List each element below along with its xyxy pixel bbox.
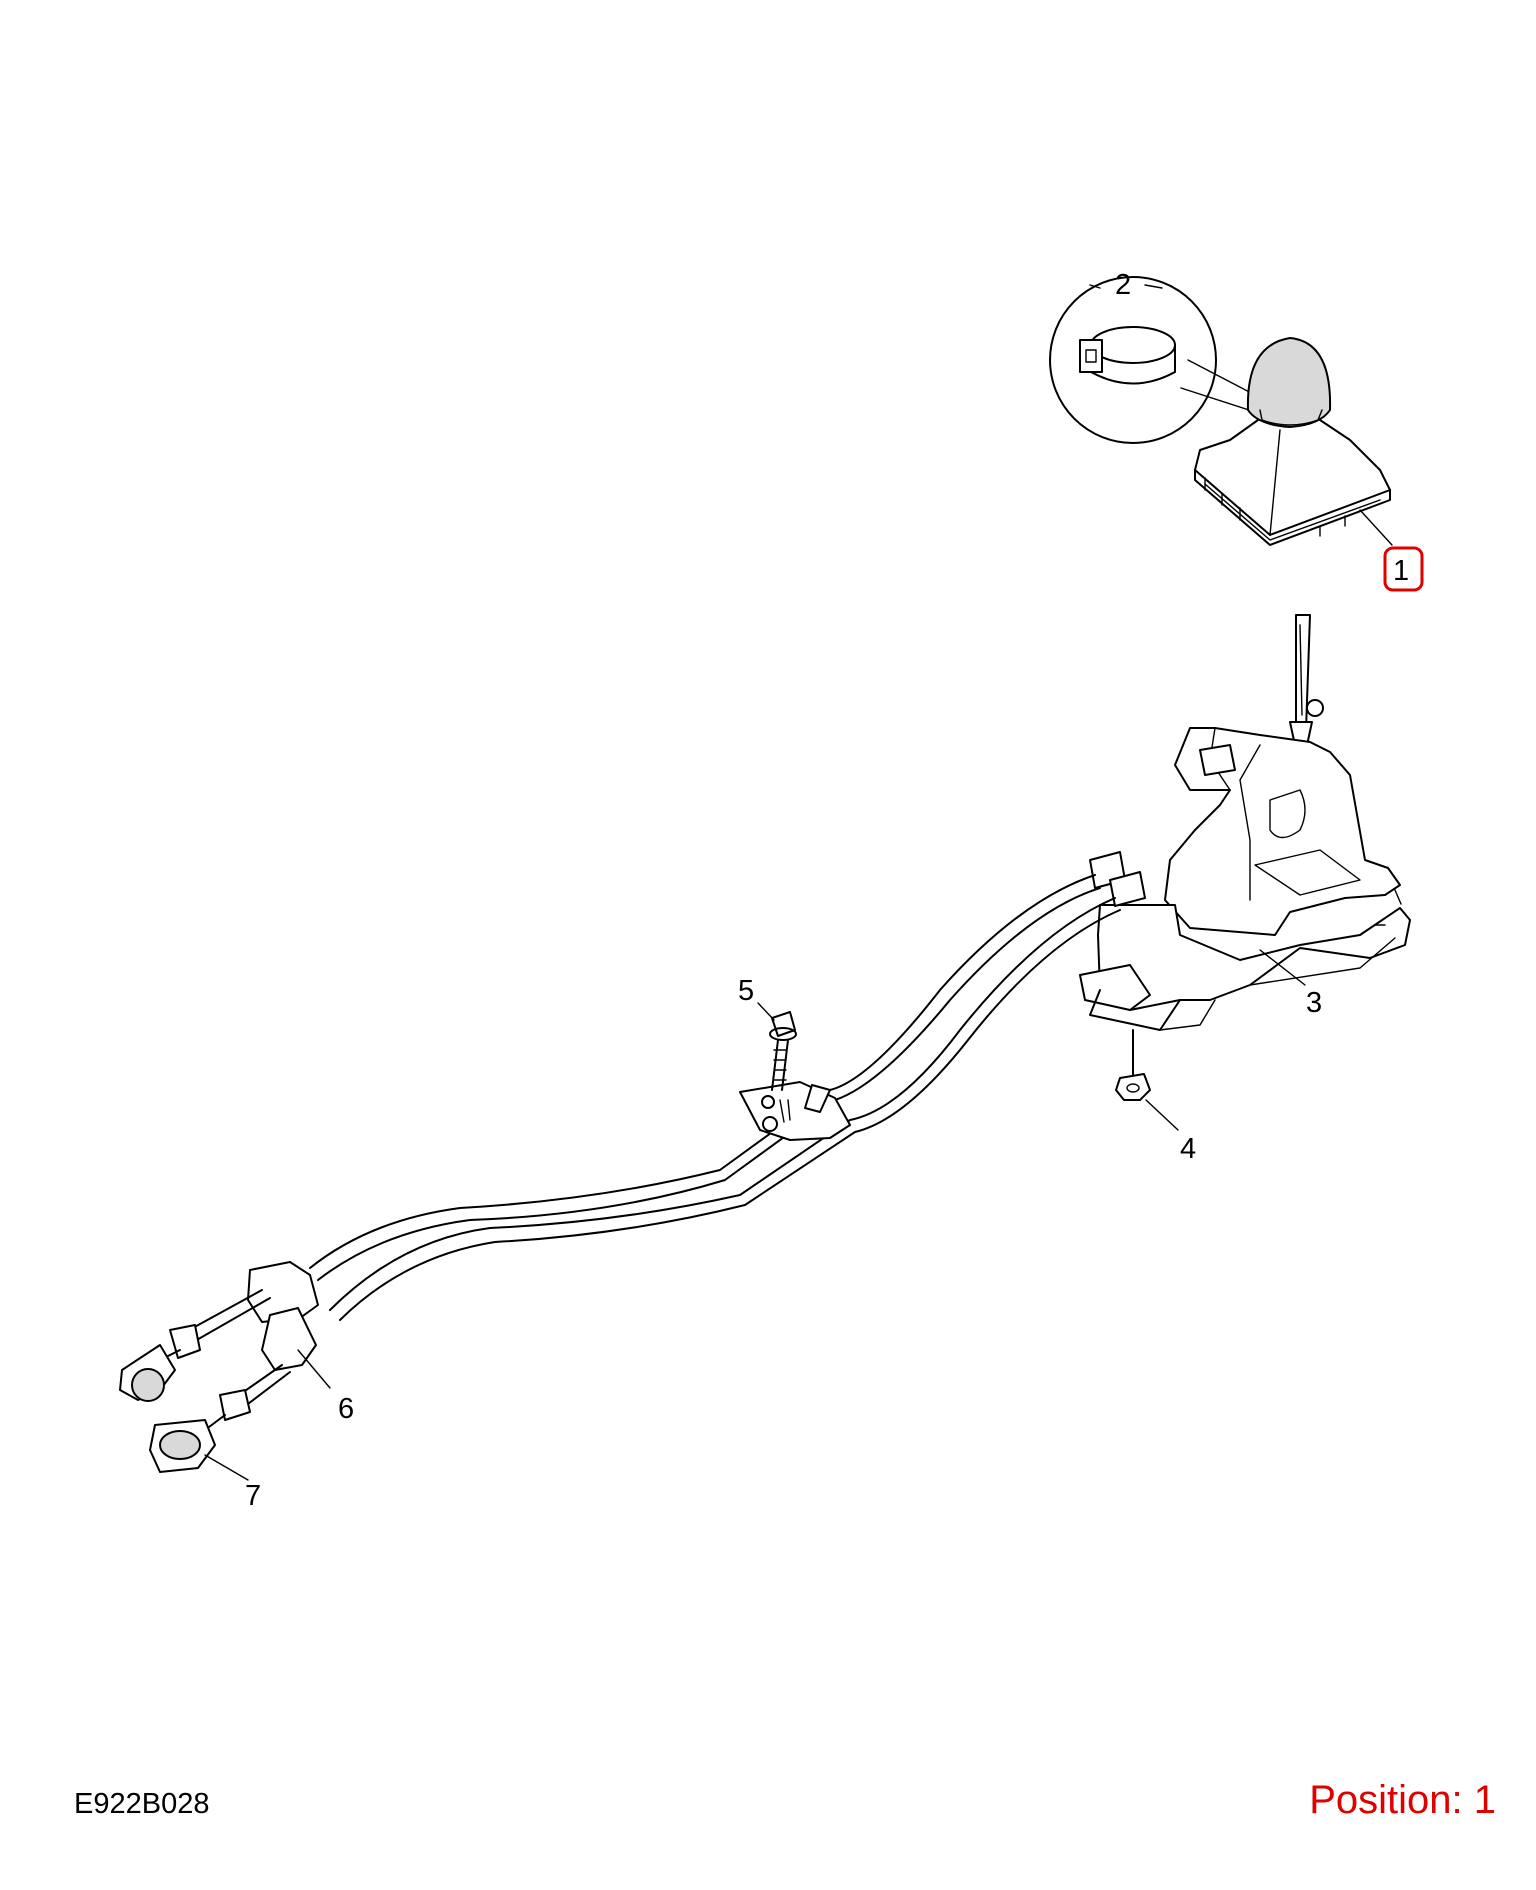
position-indicator: Position: 1 [1309,1778,1496,1822]
callout-4[interactable]: 4 [1180,1133,1196,1165]
callout-1-highlight [1383,546,1424,592]
callout-5[interactable]: 5 [738,975,754,1007]
cable-ends [119,1261,319,1473]
shift-cables [309,874,1121,1321]
callout-3[interactable]: 3 [1306,987,1322,1019]
shift-knob-assembly [1194,337,1391,546]
callout-2[interactable]: 2 [1115,269,1131,301]
callout-6[interactable]: 6 [338,1393,354,1425]
leader-lines [204,284,1393,1481]
detail-circle-clip [1049,276,1281,444]
bolt-part-5 [769,1011,797,1091]
diagram-code: E922B028 [74,1788,210,1820]
shifter-base [1079,614,1411,1031]
callout-7[interactable]: 7 [245,1480,261,1512]
nut-part-4 [1115,1029,1151,1101]
callout-1[interactable]: 1 [1393,555,1409,587]
cable-bracket [739,1081,851,1141]
